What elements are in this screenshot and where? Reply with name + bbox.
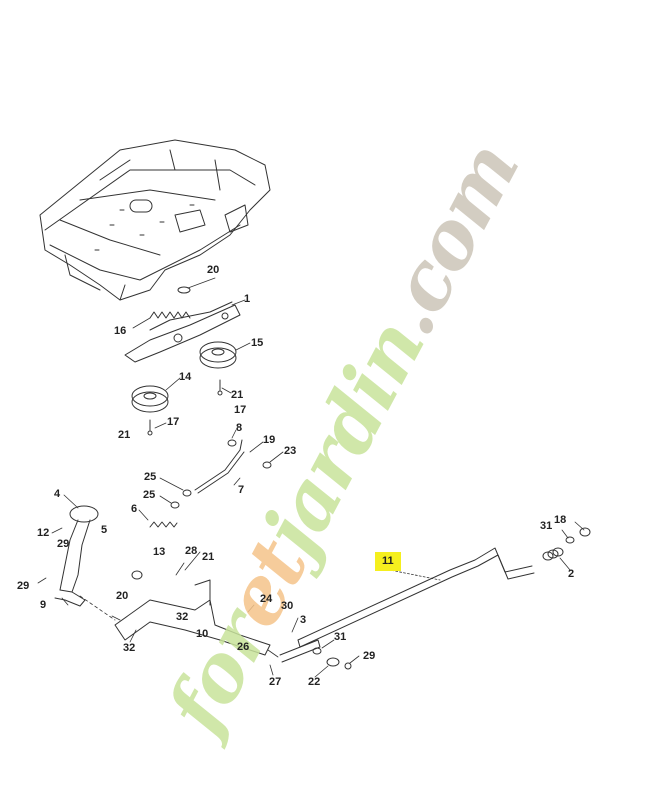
callout-17-left: 17 <box>167 416 180 428</box>
callout-29-left: 29 <box>17 580 30 592</box>
callout-6: 6 <box>131 503 138 515</box>
bracket-10 <box>114 579 271 656</box>
washer-31 <box>565 536 575 544</box>
callout-21-right: 21 <box>231 389 244 401</box>
callout-8: 8 <box>236 422 243 434</box>
callout-5: 5 <box>101 524 108 536</box>
bolt-17-lower <box>147 419 153 436</box>
spring-6 <box>149 521 178 528</box>
nut-23 <box>262 461 272 469</box>
callout-31-upper: 31 <box>540 520 553 532</box>
rod-11 <box>297 547 535 648</box>
callout-30: 30 <box>281 600 294 612</box>
callout-4: 4 <box>54 488 61 500</box>
idler-pulley-15 <box>199 341 237 369</box>
shaft-3 <box>279 639 321 663</box>
washer-22 <box>326 657 340 667</box>
callout-28: 28 <box>185 545 198 557</box>
lever-9 <box>54 589 86 607</box>
idler-arm-1 <box>124 301 241 363</box>
washer-20 <box>177 286 191 294</box>
nut-8 <box>227 439 237 447</box>
callout-1: 1 <box>244 293 251 305</box>
callout-26: 26 <box>237 641 250 653</box>
callout-21-left: 21 <box>118 429 131 441</box>
washer-25a <box>182 489 192 497</box>
idler-pulley-14 <box>131 385 169 413</box>
callout-27: 27 <box>269 676 282 688</box>
callout-19: 19 <box>263 434 276 446</box>
callout-25-bottom: 25 <box>143 489 156 501</box>
brake-pedal-4 <box>59 505 99 593</box>
callout-22: 22 <box>308 676 321 688</box>
callout-18: 18 <box>554 514 567 526</box>
callout-31-lower: 31 <box>334 631 347 643</box>
callout-32-right: 32 <box>176 611 189 623</box>
callout-3: 3 <box>300 614 307 626</box>
callout-29-upper: 29 <box>57 538 70 550</box>
callout-7: 7 <box>238 484 245 496</box>
callout-9: 9 <box>40 599 47 611</box>
callout-21-mid: 21 <box>202 551 215 563</box>
callout-23: 23 <box>284 445 297 457</box>
callout-24: 24 <box>260 593 273 605</box>
callout-17-right: 17 <box>234 404 247 416</box>
callout-20-bottom: 20 <box>116 590 129 602</box>
callout-2: 2 <box>568 568 575 580</box>
callout-14: 14 <box>179 371 192 383</box>
washer-25b <box>170 501 180 509</box>
bolt-17-upper <box>217 379 223 396</box>
callout-11-highlighted: 11 <box>375 552 401 571</box>
callout-20-top: 20 <box>207 264 220 276</box>
tension-spring-16 <box>149 311 191 319</box>
callout-16: 16 <box>114 325 127 337</box>
callout-13: 13 <box>153 546 166 558</box>
callout-29-right: 29 <box>363 650 376 662</box>
callout-25-top: 25 <box>144 471 157 483</box>
callout-15: 15 <box>251 337 264 349</box>
callout-10: 10 <box>196 628 209 640</box>
callout-32-left: 32 <box>123 642 136 654</box>
nut-18 <box>579 527 591 537</box>
callout-12: 12 <box>37 527 50 539</box>
chassis-frame <box>39 139 271 301</box>
washer-13 <box>131 570 143 580</box>
spring-washers-2 <box>542 547 564 561</box>
nut-31 <box>312 647 322 655</box>
rod-7 <box>194 439 245 494</box>
nut-29 <box>344 662 352 670</box>
